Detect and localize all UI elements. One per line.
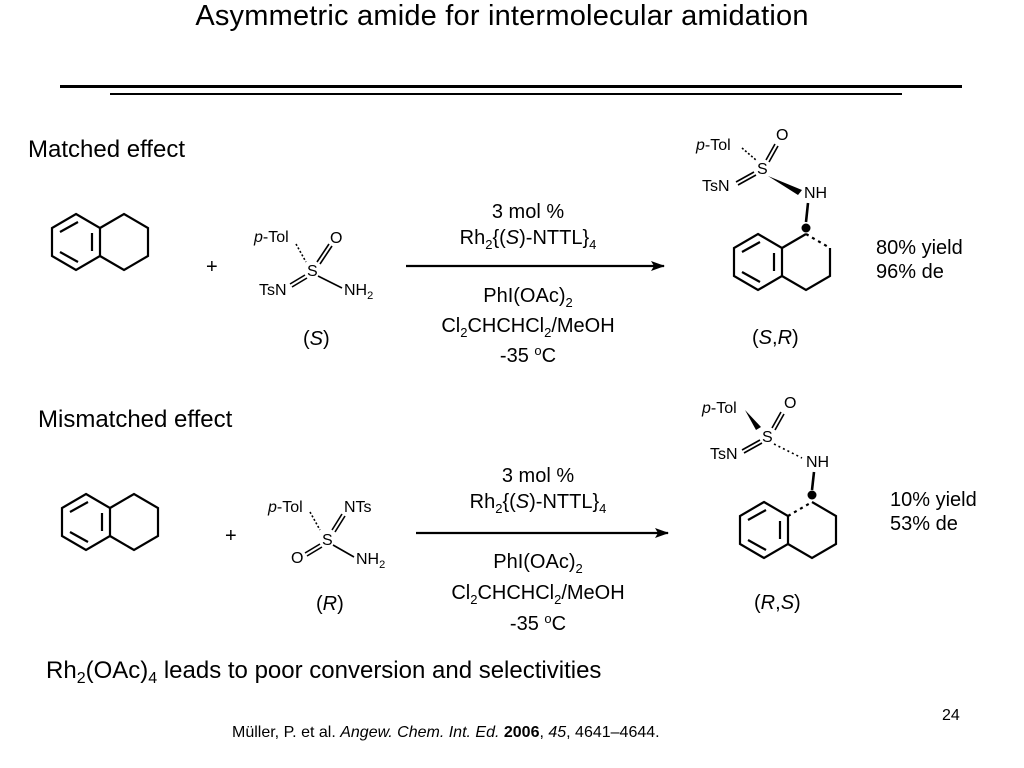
catalyst-amount: 3 mol % xyxy=(502,465,574,487)
mismatched-effect-heading: Mismatched effect xyxy=(38,406,233,433)
yield-value: 80% yield xyxy=(876,237,963,259)
plus-sign: + xyxy=(206,256,218,278)
catalyst-label: Rh2{(S)-NTTL}4 xyxy=(470,491,607,516)
product-mismatched: p-Tol O S TsN NH (R,S) xyxy=(701,395,838,614)
result-mismatched: 10% yield 53% de xyxy=(890,488,977,536)
tsn-label: TsN xyxy=(702,178,730,195)
citation: Müller, P. et al. Angew. Chem. Int. Ed. … xyxy=(232,724,660,741)
conclusion-text: Rh2(OAc)4 leads to poor conversion and s… xyxy=(46,657,602,687)
product-config-label: (R,S) xyxy=(754,592,801,614)
solvent-label: Cl2CHCHCl2/MeOH xyxy=(451,582,624,607)
title-rule-top xyxy=(60,85,962,88)
citation-journal: Angew. Chem. Int. Ed. xyxy=(340,724,500,741)
wedge-bond xyxy=(768,176,802,195)
sulfonimidamide-reagent-r: p-Tol NTs S O NH2 (R) xyxy=(267,499,385,615)
stereocenter-dot xyxy=(807,490,817,500)
title-rule-bottom xyxy=(110,93,902,95)
sulfur-label: S xyxy=(322,532,333,549)
sulfur-label: S xyxy=(307,263,318,280)
sulfur-label: S xyxy=(762,429,773,446)
de-value: 53% de xyxy=(890,513,958,535)
tsn-label: TsN xyxy=(710,446,738,463)
product-config-label: (S,R) xyxy=(752,327,799,349)
citation-authors: Müller, P. et al. xyxy=(232,724,336,741)
de-value: 96% de xyxy=(876,261,944,283)
oxygen-label: O xyxy=(776,127,788,144)
plus-sign: + xyxy=(225,525,237,547)
nh-label: NH xyxy=(804,185,827,202)
tetralin-reactant-matched xyxy=(50,212,150,272)
catalyst-label: Rh2{(S)-NTTL}4 xyxy=(460,227,597,252)
reagent-config-label: (R) xyxy=(316,593,344,615)
yield-value: 10% yield xyxy=(890,489,977,511)
reagent-config-label: (S) xyxy=(303,328,330,350)
solvent-label: Cl2CHCHCl2/MeOH xyxy=(441,315,614,340)
nts-label: NTs xyxy=(344,499,372,516)
sulfonimidamide-reagent-s: p-Tol O S TsN NH2 (S) xyxy=(253,229,373,350)
nh-label: NH xyxy=(806,454,829,471)
tsn-label: TsN xyxy=(259,282,287,299)
citation-volume: 45 xyxy=(548,724,567,741)
stereocenter-dot xyxy=(801,223,811,233)
temperature-label: -35 oC xyxy=(500,343,556,367)
conditions-matched: 3 mol % Rh2{(S)-NTTL}4 PhI(OAc)2 Cl2CHCH… xyxy=(406,201,665,367)
oxygen-label: O xyxy=(784,395,796,412)
p-tol-label: p-Tol xyxy=(267,499,303,516)
sulfur-label: S xyxy=(757,161,768,178)
catalyst-amount: 3 mol % xyxy=(492,201,564,223)
p-tol-label: p-Tol xyxy=(253,229,289,246)
conditions-mismatched: 3 mol % Rh2{(S)-NTTL}4 PhI(OAc)2 Cl2CHCH… xyxy=(416,465,669,635)
oxygen-label: O xyxy=(291,550,303,567)
oxygen-label: O xyxy=(330,230,342,247)
wedge-bond xyxy=(745,410,761,430)
oxidant-label: PhI(OAc)2 xyxy=(483,285,572,310)
slide-title: Asymmetric amide for intermolecular amid… xyxy=(195,0,809,32)
temperature-label: -35 oC xyxy=(510,611,566,635)
matched-effect-heading: Matched effect xyxy=(28,136,185,163)
citation-pages: 4641–4644. xyxy=(575,724,660,741)
citation-year: 2006 xyxy=(503,724,540,741)
tetralin-reactant-mismatched xyxy=(60,492,160,552)
nh2-label: NH2 xyxy=(356,551,385,571)
p-tol-label: p-Tol xyxy=(701,400,737,417)
result-matched: 80% yield 96% de xyxy=(876,236,963,284)
p-tol-label: p-Tol xyxy=(695,137,731,154)
nh2-label: NH2 xyxy=(344,282,373,302)
oxidant-label: PhI(OAc)2 xyxy=(493,551,582,576)
product-matched: p-Tol O S TsN NH (S,R) xyxy=(695,127,832,349)
page-number: 24 xyxy=(942,707,960,724)
